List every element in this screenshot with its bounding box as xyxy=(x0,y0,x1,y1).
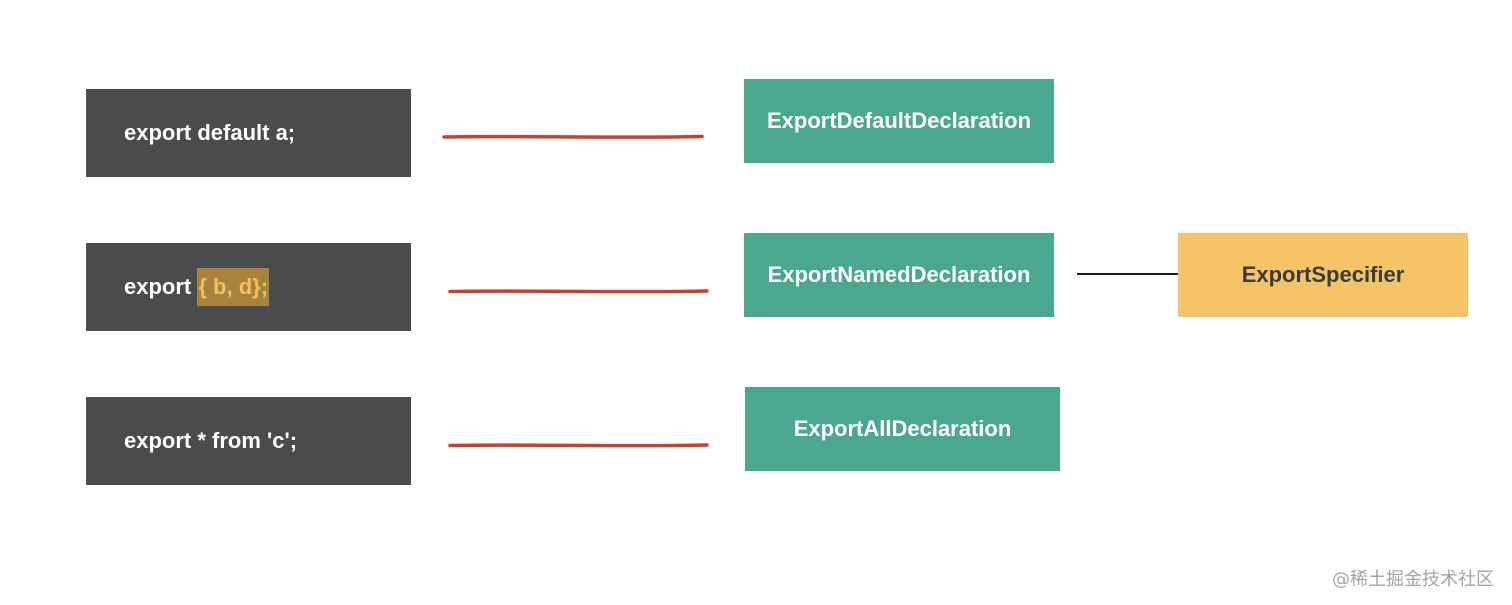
code-text: export xyxy=(124,274,198,299)
code-highlight: { b, d}; xyxy=(197,268,270,306)
connector-default xyxy=(442,134,704,139)
code-export-default: export default a; xyxy=(86,89,411,177)
code-text: export default a; xyxy=(124,120,296,145)
node-export-all-declaration: ExportAllDeclaration xyxy=(745,387,1060,471)
node-export-specifier: ExportSpecifier xyxy=(1178,233,1468,317)
node-label: ExportAllDeclaration xyxy=(793,416,1012,441)
connector-named xyxy=(448,289,709,294)
node-export-named-declaration: ExportNamedDeclaration xyxy=(744,233,1054,317)
watermark: @稀土掘金技术社区 xyxy=(1332,569,1494,590)
code-export-named: export { b, d}; xyxy=(86,243,411,331)
node-label: ExportDefaultDeclaration xyxy=(766,108,1032,133)
node-export-default-declaration: ExportDefaultDeclaration xyxy=(744,79,1054,163)
code-text: export * from 'c'; xyxy=(124,428,298,453)
node-label: ExportSpecifier xyxy=(1241,262,1405,287)
connector-all xyxy=(448,443,709,448)
node-label: ExportNamedDeclaration xyxy=(767,262,1031,287)
code-export-all: export * from 'c'; xyxy=(86,397,411,485)
